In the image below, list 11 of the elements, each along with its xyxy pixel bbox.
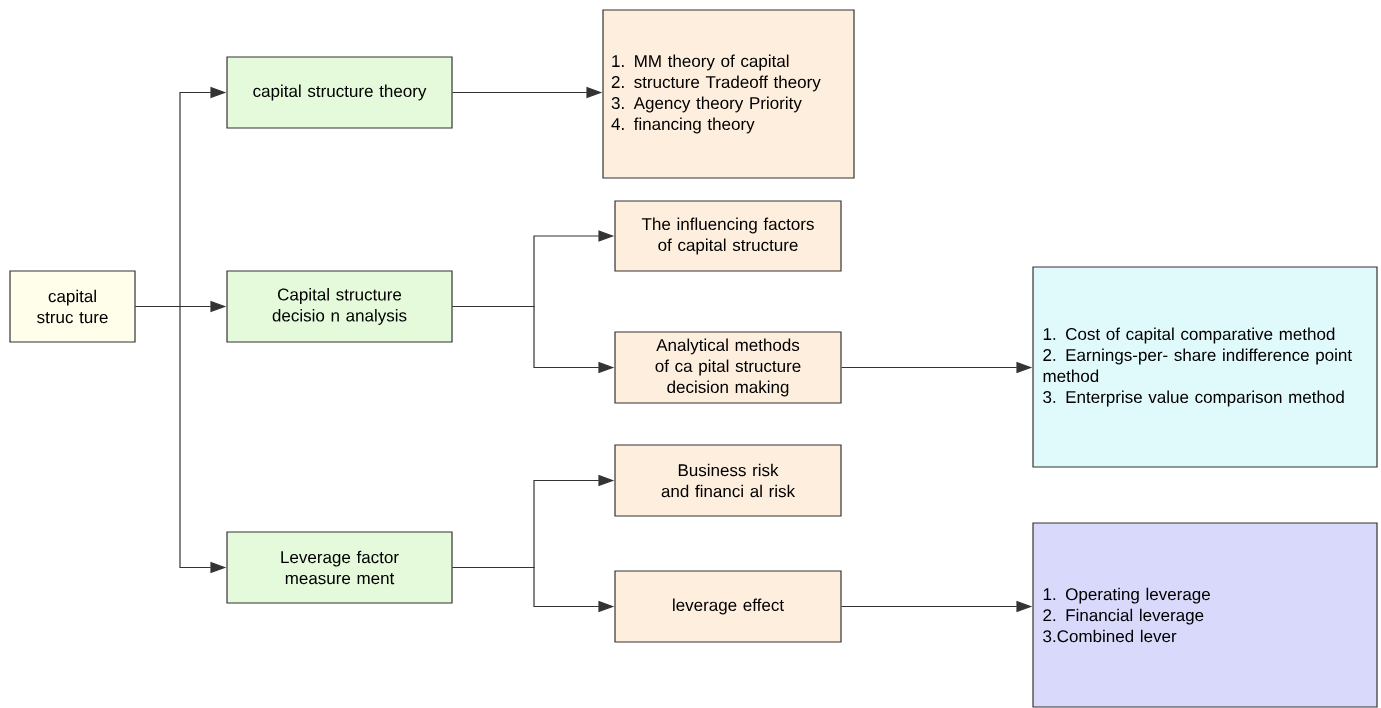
subtopic-box: Analytical methods of ca pital structure decision making: [614, 331, 842, 404]
list-box: 1. Cost of capital comparative method 2. Earnings-per- share indifference point method 3. Enterprise value comparison method: [1032, 266, 1378, 468]
subtopic-box: The influencing factors of capital structure: [614, 200, 842, 272]
list-box: 1. Operating leverage 2. Financial leverage 3.Combined lever: [1032, 522, 1378, 708]
subtopic-box: Business risk and financi al risk: [614, 444, 842, 517]
root-box: capital struc ture: [9, 270, 136, 343]
subtopic-box: leverage effect: [614, 570, 842, 643]
topic-box: Capital structure decisio n analysis: [226, 270, 453, 343]
topic-box: Leverage factor measure ment: [226, 531, 453, 604]
list-box: 1. MM theory of capital 2. structure Tradeoff theory 3. Agency theory Priority 4. financing theory: [602, 9, 855, 179]
topic-box: capital structure theory: [226, 56, 453, 129]
